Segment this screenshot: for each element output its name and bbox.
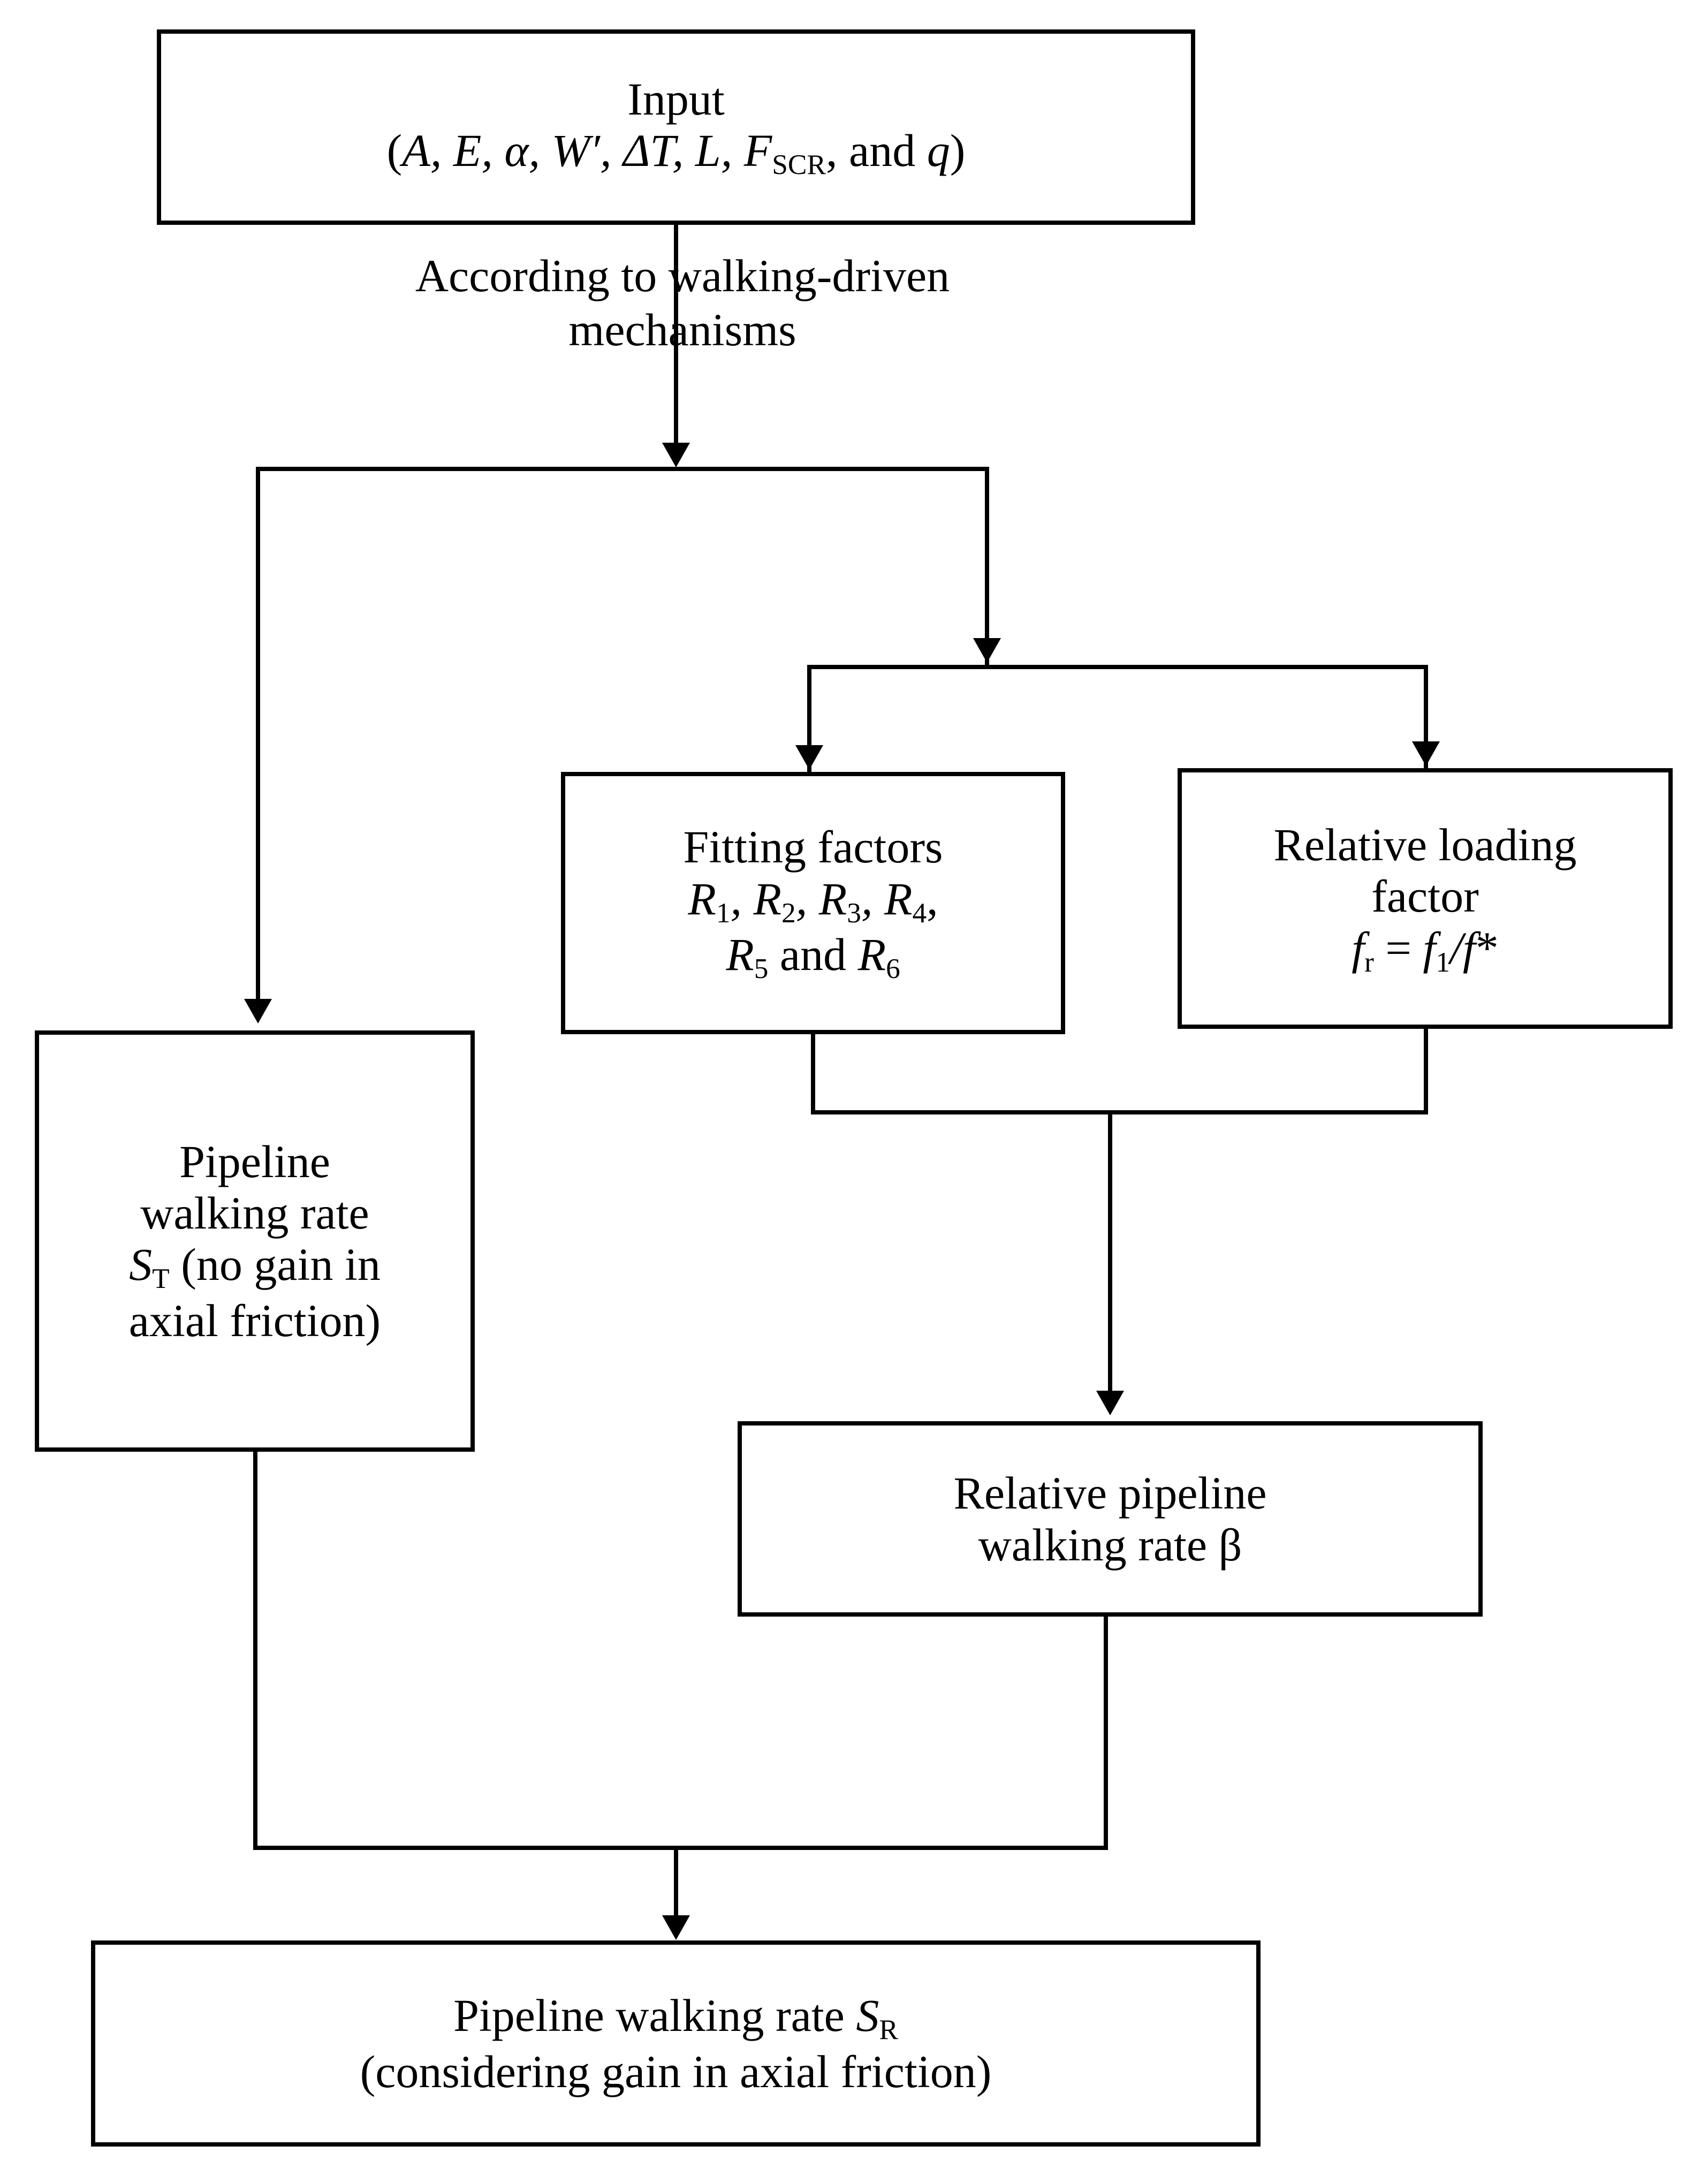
edge-loading-down: [1424, 1028, 1428, 1114]
st-line-1: Pipeline: [179, 1135, 330, 1187]
arrowhead-to-final-node: [662, 1915, 690, 1940]
arrowhead-to-st: [244, 999, 272, 1023]
node-pipeline-walking-rate-st: Pipeline walking rate ST (no gain in axi…: [35, 1030, 475, 1452]
edge-label-walking-driven: According to walking-driven mechanisms: [415, 250, 950, 356]
fitting-factors-list-2: R5 and R6: [726, 929, 900, 985]
edge-merge-to-final: [674, 1846, 678, 1918]
arrowhead-to-fitting-factors: [795, 745, 823, 770]
relative-loading-factor-title-1: Relative loading: [1273, 818, 1577, 870]
arrowhead-to-subsplit: [973, 638, 1001, 663]
node-input: Input (A, E, α, W′, ΔT, L, FSCR, and q): [157, 29, 1195, 225]
edge-split-to-st: [256, 467, 260, 1002]
arrowhead-to-split: [662, 443, 690, 467]
beta-line-2: walking rate β: [978, 1519, 1242, 1571]
input-title: Input: [627, 73, 725, 125]
edge-merge-to-beta: [1108, 1110, 1112, 1394]
edge-input-to-split: [674, 225, 678, 447]
st-line-2: walking rate: [140, 1187, 369, 1239]
edge-subsplit-to-fitting: [807, 665, 811, 772]
merge-bar-final: [253, 1846, 1108, 1850]
st-line-3: ST (no gain in: [129, 1239, 381, 1295]
arrowhead-to-relative-loading-factor: [1412, 741, 1440, 766]
fitting-factors-list-1: R1, R2, R3, R4,: [688, 873, 938, 929]
edge-split-to-subsplit: [985, 467, 989, 668]
node-relative-pipeline-walking-rate: Relative pipeline walking rate β: [738, 1421, 1483, 1617]
node-relative-loading-factor: Relative loading factor fr = f1/f*: [1178, 768, 1673, 1029]
split-bar-primary: [256, 467, 989, 471]
relative-loading-factor-title-2: factor: [1371, 870, 1479, 922]
edge-st-down: [253, 1447, 257, 1850]
sr-line-2: (considering gain in axial friction): [360, 2045, 992, 2097]
split-bar-secondary: [807, 665, 1428, 669]
relative-loading-factor-equation: fr = f1/f*: [1352, 922, 1499, 978]
edge-beta-down: [1104, 1617, 1108, 1850]
merge-bar-factors: [811, 1110, 1428, 1114]
edge-fitting-down: [811, 1033, 815, 1114]
edge-subsplit-to-loading: [1424, 665, 1428, 768]
fitting-factors-title: Fitting factors: [683, 821, 943, 873]
beta-line-1: Relative pipeline: [953, 1467, 1267, 1519]
node-fitting-factors: Fitting factors R1, R2, R3, R4, R5 and R…: [561, 772, 1065, 1034]
arrowhead-to-relative-walking-rate: [1096, 1391, 1124, 1415]
st-line-4: axial friction): [128, 1294, 381, 1346]
node-pipeline-walking-rate-sr: Pipeline walking rate SR (considering ga…: [91, 1940, 1261, 2147]
sr-line-1: Pipeline walking rate SR: [453, 1990, 898, 2045]
input-variables: (A, E, α, W′, ΔT, L, FSCR, and q): [386, 125, 966, 181]
